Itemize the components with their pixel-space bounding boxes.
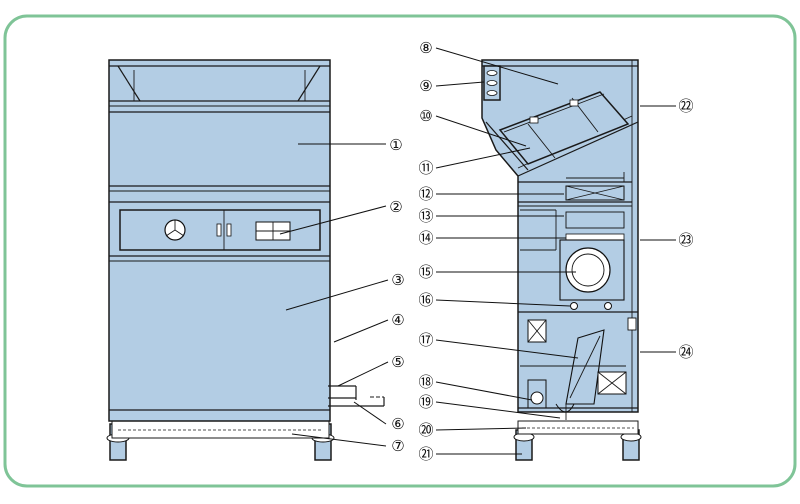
callout-21: ㉑ xyxy=(418,445,433,463)
callout-18: ⑱ xyxy=(418,373,433,391)
callout-3: ③ xyxy=(391,271,404,289)
callout-6: ⑥ xyxy=(391,415,404,433)
callout-23: ㉓ xyxy=(678,231,693,249)
callout-5: ⑤ xyxy=(391,353,404,371)
indicator-bar-icon xyxy=(226,223,232,237)
front-drain-pan xyxy=(111,420,330,439)
callout-20: ⑳ xyxy=(418,421,433,439)
callout-11: ⑪ xyxy=(418,159,433,177)
callout-19: ⑲ xyxy=(418,393,433,411)
blower-fan-icon xyxy=(565,247,611,293)
callout-8: ⑧ xyxy=(419,39,432,57)
callout-14: ⑭ xyxy=(418,229,433,247)
callout-2: ② xyxy=(389,198,402,216)
callout-17: ⑰ xyxy=(418,331,433,349)
side-drain-pan xyxy=(517,420,639,435)
callout-1: ① xyxy=(389,136,402,154)
callout-15: ⑮ xyxy=(418,263,433,281)
duct-pipes xyxy=(328,385,385,407)
side-view xyxy=(481,59,642,461)
callout-10: ⑩ xyxy=(419,107,432,125)
callout-22: ㉒ xyxy=(678,97,693,115)
callout-7: ⑦ xyxy=(391,437,404,455)
callout-16: ⑯ xyxy=(418,291,433,309)
callout-24: ㉔ xyxy=(678,343,693,361)
leader-lines xyxy=(279,47,676,455)
callout-12: ⑫ xyxy=(418,185,433,203)
front-view xyxy=(106,59,335,461)
callouts: ① ② ③ ④ ⑤ ⑥ ⑦ ⑧ ⑨ ⑩ ⑪ ⑫ ⑬ ⑭ ⑮ ⑯ ⑰ ⑱ ⑲ ⑳ … xyxy=(389,39,693,463)
callout-9: ⑨ xyxy=(419,77,432,95)
indicator-bar-icon xyxy=(216,223,222,237)
filter-box xyxy=(498,91,630,165)
callout-4: ④ xyxy=(391,311,404,329)
callout-13: ⑬ xyxy=(418,207,433,225)
